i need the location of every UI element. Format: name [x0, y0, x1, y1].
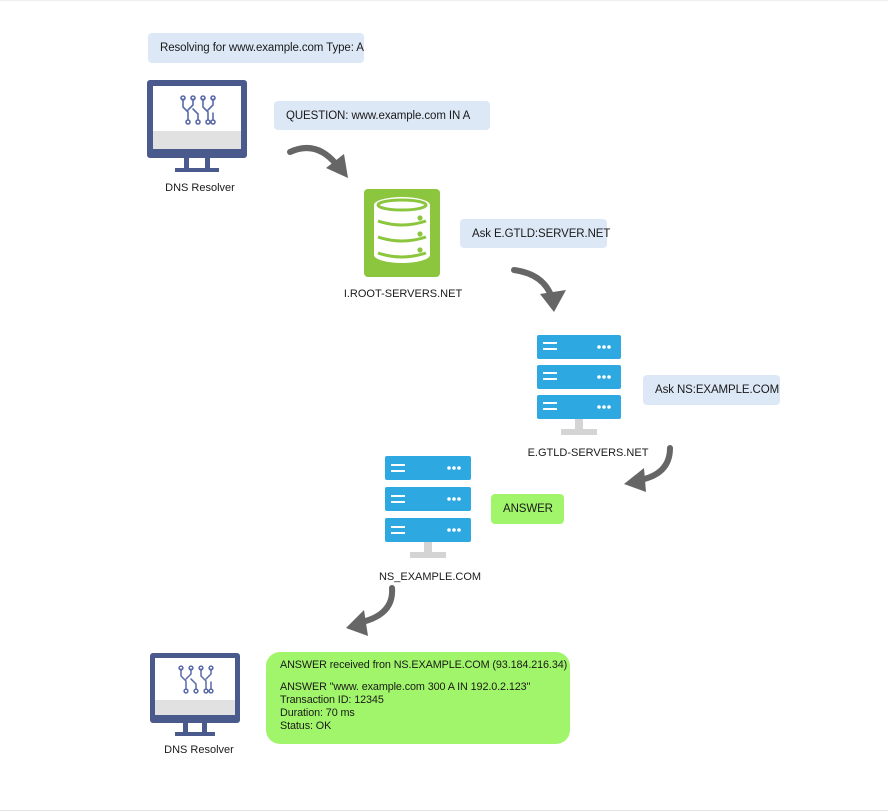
ask-gtld-bubble: Ask E.GTLD:SERVER.NET — [460, 219, 610, 248]
gtld-label: E.GTLD-SERVERS.NET — [527, 447, 649, 459]
duration-line: Duration: 70 ms — [280, 707, 355, 719]
root-database-icon — [364, 189, 440, 277]
root-label: I.ROOT-SERVERS.NET — [343, 288, 463, 300]
gtld-server-rack-icon — [537, 335, 621, 435]
curved-arrow-icon — [511, 267, 566, 312]
ns-server-rack-icon — [385, 456, 471, 558]
resolver-bottom-monitor-icon — [150, 653, 240, 736]
answer-badge: ANSWER — [491, 494, 564, 524]
ask-ns-bubble: Ask NS:EXAMPLE.COM — [643, 375, 780, 405]
resolver-top-monitor-icon — [147, 80, 247, 172]
question-bubble: QUESTION: www.example.com IN A — [274, 101, 490, 130]
answer-box: ANSWER received fron NS.EXAMPLE.COM (93.… — [266, 652, 570, 744]
answer-record-line: ANSWER "www. example.com 300 A IN 192.0.… — [280, 681, 531, 693]
curved-arrow-icon — [346, 585, 396, 636]
resolving-note: Resolving for www.example.com Type: A — [148, 33, 364, 63]
ns-label: NS_EXAMPLE.COM — [378, 571, 482, 583]
curved-arrow-icon — [624, 445, 673, 492]
resolver-top-label: DNS Resolver — [165, 182, 235, 194]
transaction-id-line: Transaction ID: 12345 — [280, 694, 384, 706]
status-line: Status: OK — [280, 720, 332, 732]
answer-received-line: ANSWER received fron NS.EXAMPLE.COM (93.… — [280, 659, 568, 671]
curved-arrow-icon — [287, 145, 348, 178]
resolver-bottom-label: DNS Resolver — [164, 744, 234, 756]
